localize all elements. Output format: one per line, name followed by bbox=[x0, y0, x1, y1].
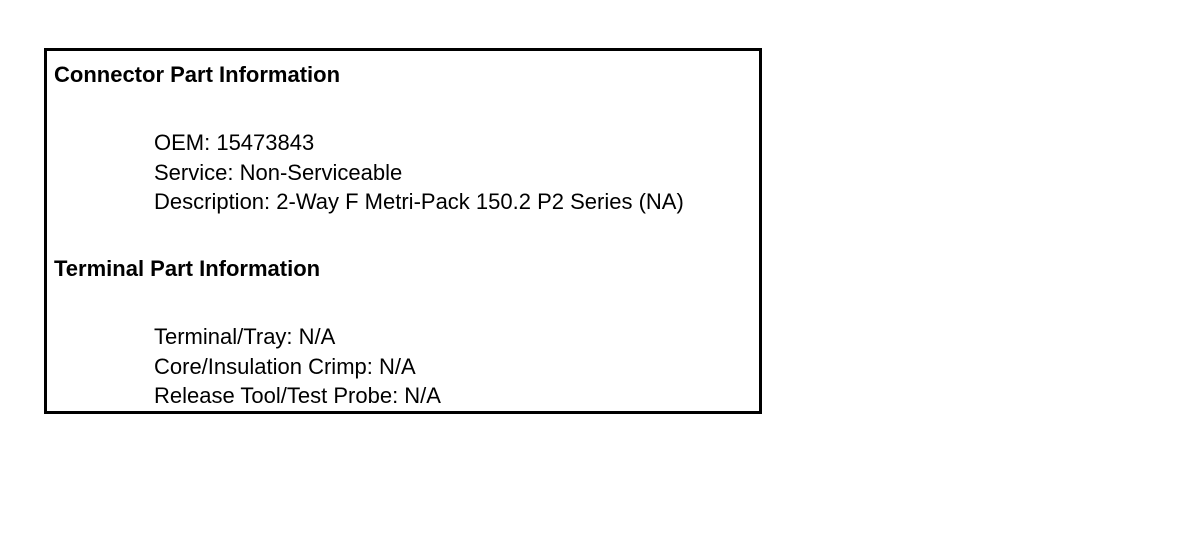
connector-details: OEM: 15473843 Service: Non-Serviceable D… bbox=[154, 128, 684, 217]
terminal-tray: Terminal/Tray: N/A bbox=[154, 324, 336, 349]
connector-oem: OEM: 15473843 bbox=[154, 130, 315, 155]
release-tool-test-probe: Release Tool/Test Probe: N/A bbox=[154, 383, 441, 408]
connector-part-heading: Connector Part Information bbox=[54, 62, 341, 87]
terminal-details: Terminal/Tray: N/A Core/Insulation Crimp… bbox=[154, 322, 441, 411]
terminal-part-heading: Terminal Part Information bbox=[54, 256, 321, 281]
connector-description: Description: 2-Way F Metri-Pack 150.2 P2… bbox=[154, 189, 684, 214]
part-information-box: Connector Part Information OEM: 15473843… bbox=[44, 48, 762, 414]
core-insulation-crimp: Core/Insulation Crimp: N/A bbox=[154, 353, 416, 379]
connector-service: Service: Non-Serviceable bbox=[154, 159, 403, 185]
